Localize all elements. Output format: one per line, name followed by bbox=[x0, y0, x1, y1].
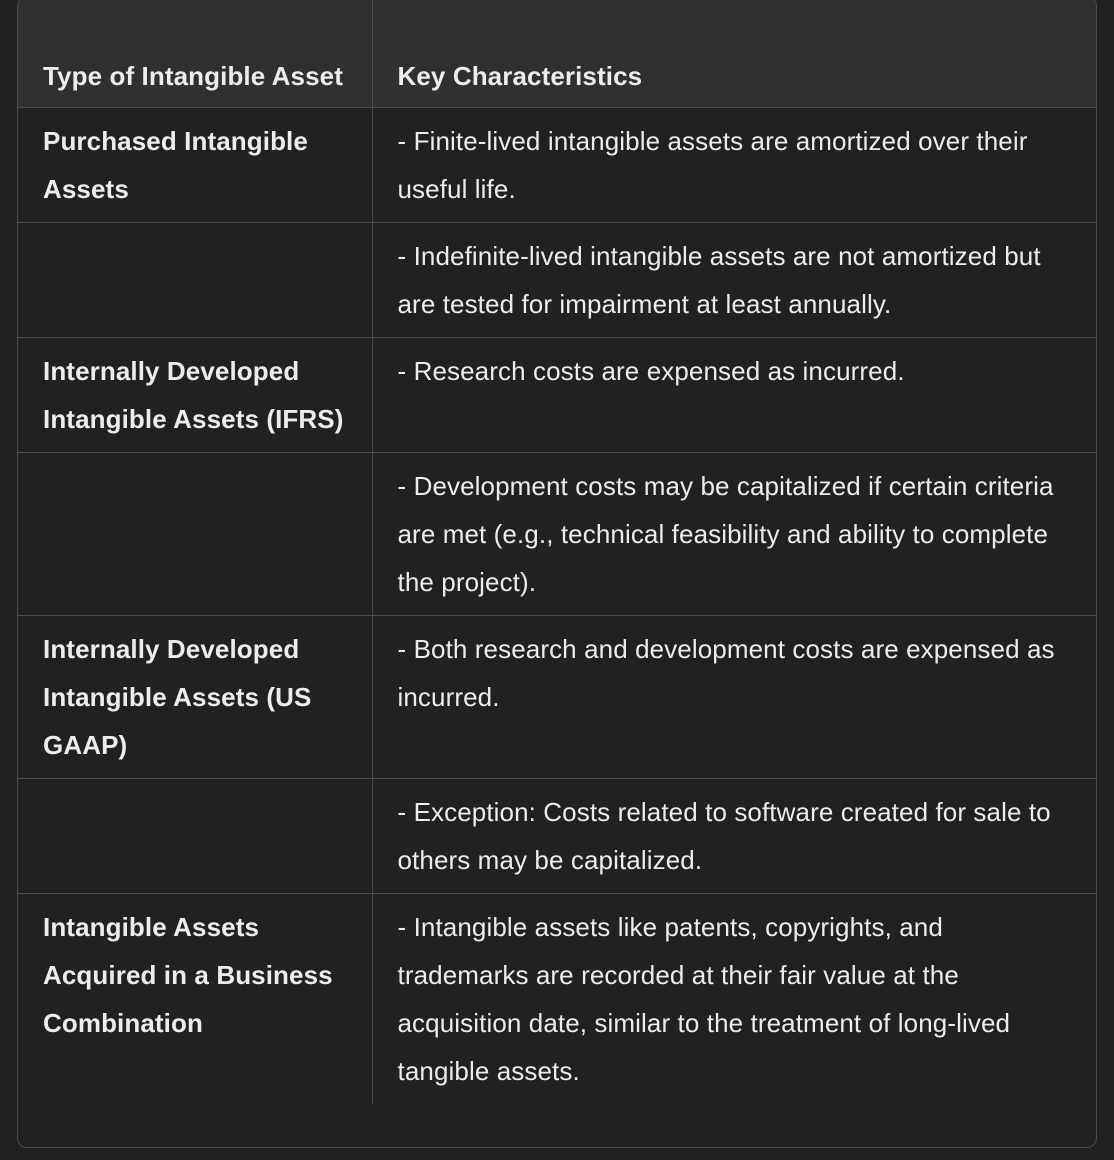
intangible-assets-table: Type of Intangible Asset Key Characteris… bbox=[18, 0, 1096, 1104]
asset-type-cell bbox=[18, 778, 373, 894]
column-header-type: Type of Intangible Asset bbox=[18, 0, 373, 108]
asset-type-cell bbox=[18, 222, 373, 338]
table-row: Purchased Intangible Assets - Finite-liv… bbox=[18, 107, 1096, 223]
characteristic-cell: - Both research and development costs ar… bbox=[372, 615, 1096, 779]
asset-type-cell: Purchased Intangible Assets bbox=[18, 107, 373, 223]
table-row: Internally Developed Intangible Assets (… bbox=[18, 615, 1096, 779]
characteristic-cell: - Exception: Costs related to software c… bbox=[372, 778, 1096, 894]
table-row: - Development costs may be capitalized i… bbox=[18, 452, 1096, 616]
asset-type-cell: Internally Developed Intangible Assets (… bbox=[18, 337, 373, 453]
characteristic-cell: - Research costs are expensed as incurre… bbox=[372, 337, 1096, 453]
table-row: - Exception: Costs related to software c… bbox=[18, 778, 1096, 894]
column-header-characteristics: Key Characteristics bbox=[372, 0, 1096, 108]
table-header-row: Type of Intangible Asset Key Characteris… bbox=[18, 0, 1096, 108]
table-row: Internally Developed Intangible Assets (… bbox=[18, 337, 1096, 453]
asset-type-cell: Internally Developed Intangible Assets (… bbox=[18, 615, 373, 779]
characteristic-cell: - Intangible assets like patents, copyri… bbox=[397, 912, 1011, 1086]
characteristic-cell: - Finite-lived intangible assets are amo… bbox=[372, 107, 1096, 223]
asset-type-cell: Intangible Assets Acquired in a Business… bbox=[18, 893, 373, 1104]
table-row: - Indefinite-lived intangible assets are… bbox=[18, 222, 1096, 338]
asset-type-cell bbox=[18, 452, 373, 616]
characteristic-cell: - Indefinite-lived intangible assets are… bbox=[372, 222, 1096, 338]
intangible-assets-table-container: Type of Intangible Asset Key Characteris… bbox=[17, 0, 1097, 1148]
table-row: Intangible Assets Acquired in a Business… bbox=[18, 893, 1096, 1104]
characteristic-cell: - Development costs may be capitalized i… bbox=[372, 452, 1096, 616]
